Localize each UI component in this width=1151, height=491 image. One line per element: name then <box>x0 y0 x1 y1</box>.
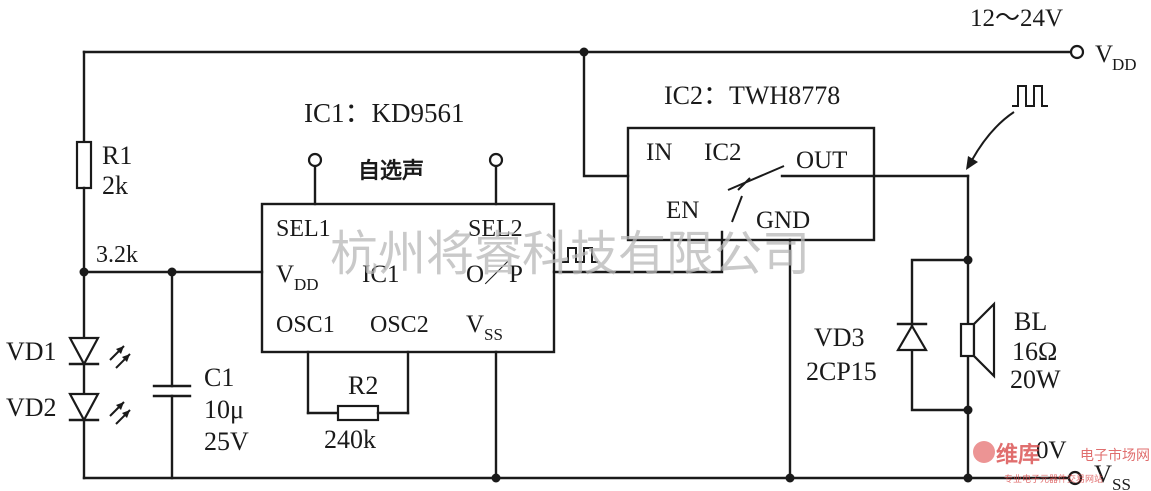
ic2-pin-en: EN <box>666 197 699 224</box>
c1-voltage: 25V <box>204 427 249 456</box>
r2-resistor <box>306 350 410 422</box>
bl-impedance: 16Ω <box>1012 337 1057 366</box>
r2-name: R2 <box>348 371 378 400</box>
pulse-icon <box>562 247 598 263</box>
ic1-pin-osc2: OSC2 <box>370 312 429 338</box>
r1-value: 2k <box>102 171 128 200</box>
ic2-title: IC2：TWH8778 <box>664 81 840 110</box>
vss-subscript: SS <box>1112 475 1131 491</box>
r1-name: R1 <box>102 141 132 170</box>
watermark-logo-site: 电子市场网 <box>1080 447 1150 464</box>
vd1-label: VD1 <box>6 337 57 366</box>
ic2-pin-in: IN <box>646 139 672 166</box>
c1-value: 10μ <box>204 395 244 424</box>
vdd-rail <box>82 44 1085 60</box>
ic1-selector-caption: 自选声 <box>358 158 424 183</box>
bl-power: 20W <box>1010 365 1061 394</box>
ground-label: 0V <box>1036 437 1067 464</box>
ic1-pin-vss: V <box>466 311 484 338</box>
ic2-pin-out: OUT <box>796 147 847 174</box>
supply-voltage-label: 12～24V <box>970 5 1063 32</box>
pulse-icon <box>1012 85 1048 107</box>
ic1-name: IC1 <box>362 261 400 288</box>
ic1-pin-vss-subscript: SS <box>484 325 503 344</box>
ic2-chip <box>582 50 970 480</box>
vdd-subscript: DD <box>1112 55 1137 74</box>
ic1-pin-vdd: V <box>276 261 294 288</box>
speaker-icon <box>959 301 996 379</box>
vdd-label: V <box>1095 41 1113 68</box>
ic1-pin-op: O／P <box>466 260 523 288</box>
vss-label: V <box>1094 461 1112 488</box>
ic2-name: IC2 <box>704 139 742 166</box>
watermark-logo-tagline: 专业电子元器件交易网站 <box>1004 473 1103 485</box>
ic1-pin-sel1: SEL1 <box>276 216 331 242</box>
watermark-logo-text: 维库 <box>996 442 1040 468</box>
node-voltage-label: 3.2k <box>96 242 138 268</box>
r2-value: 240k <box>324 425 376 454</box>
c1-name: C1 <box>204 363 234 392</box>
ic1-pin-vdd-subscript: DD <box>294 275 319 294</box>
vd3-type: 2CP15 <box>806 357 877 386</box>
bl-name: BL <box>1014 307 1047 336</box>
vd1-led <box>68 336 131 396</box>
arrow-icon <box>971 111 1015 161</box>
watermark-logo: 维库 电子市场网 专业电子元器件交易网站 <box>973 441 1150 485</box>
vss-rail <box>82 470 1083 486</box>
vd2-led <box>68 392 131 480</box>
watermark-text: 杭州将睿科技有限公司 <box>330 226 810 282</box>
vd3-diode <box>896 258 970 412</box>
r1-resistor <box>75 50 93 340</box>
vd2-label: VD2 <box>6 393 57 422</box>
ic1-pin-sel2: SEL2 <box>468 216 523 242</box>
ic1-title: IC1：KD9561 <box>304 98 465 128</box>
ic1-pin-osc1: OSC1 <box>276 312 335 338</box>
vd3-name: VD3 <box>814 323 865 352</box>
c1-capacitor <box>152 270 192 480</box>
ic2-pin-gnd: GND <box>756 207 810 234</box>
